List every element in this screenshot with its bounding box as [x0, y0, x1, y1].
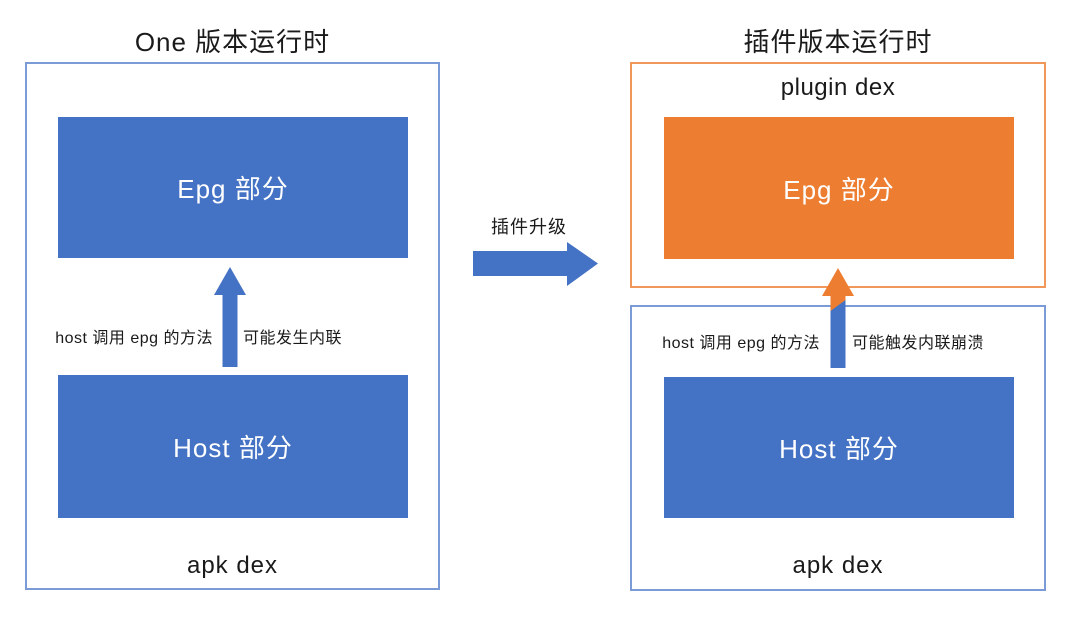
right-panel-title: 插件版本运行时: [743, 27, 933, 57]
right-arrow-icon: [473, 242, 598, 286]
left-epg-label: Epg 部分: [177, 174, 289, 204]
left-epg-box: Epg 部分: [58, 117, 408, 258]
left-arrow-caption-method: host 调用 epg 的方法: [55, 330, 213, 347]
up-arrow-two-tone-icon: [822, 268, 854, 368]
up-arrow-icon: [214, 267, 246, 367]
left-host-box: Host 部分: [58, 375, 408, 518]
left-apk-dex-container: [25, 62, 440, 590]
left-panel-title: One 版本运行时: [134, 27, 331, 57]
left-host-label: Host 部分: [173, 433, 293, 463]
right-host-label: Host 部分: [779, 434, 899, 464]
right-arrow-caption-method: host 调用 epg 的方法: [662, 335, 820, 352]
left-apk-dex-label: apk dex: [186, 552, 279, 579]
right-epg-label: Epg 部分: [783, 174, 895, 205]
left-arrow-caption-inline: 可能发生内联: [243, 330, 343, 347]
upgrade-label: 插件升级: [491, 217, 567, 237]
right-epg-box: Epg 部分: [664, 117, 1014, 259]
right-host-box: Host 部分: [664, 377, 1014, 518]
right-apk-dex-label: apk dex: [792, 552, 884, 579]
right-arrow-caption-crash: 可能触发内联崩溃: [852, 335, 985, 352]
plugin-dex-label: plugin dex: [780, 74, 896, 101]
